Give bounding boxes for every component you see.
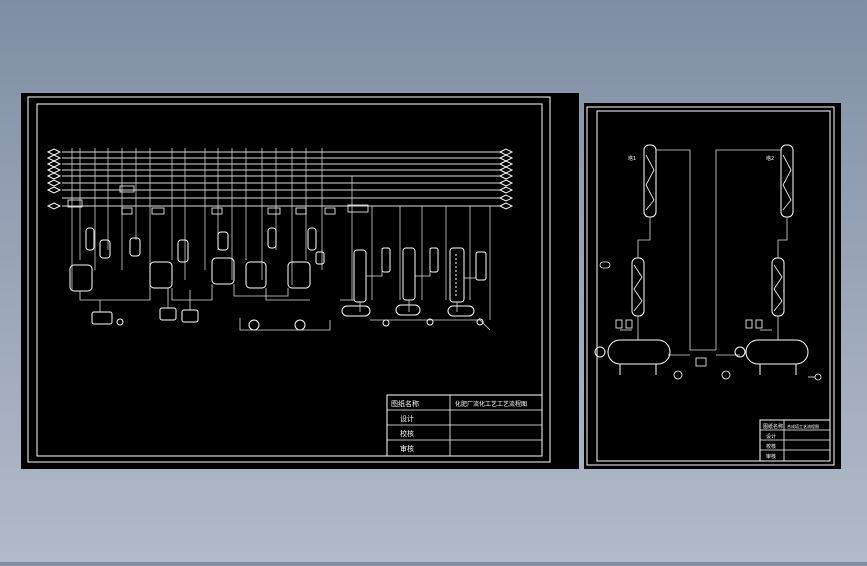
title-block-right-label-check: 校核 (766, 443, 776, 450)
sheet-left-background (21, 93, 579, 469)
title-block-label-design: 设计 (400, 414, 414, 423)
title-block-right-drawing-title: 合成塔工艺流程图 (787, 423, 819, 429)
label-tower-right: 塔2 (766, 155, 774, 162)
tag-boxes (67, 185, 369, 215)
title-block-drawing-title: 化肥厂流化工艺工艺流程图 (455, 400, 527, 408)
right-pipelines (620, 149, 788, 356)
title-block-label-check: 校核 (400, 429, 414, 438)
reactor-r3 (211, 257, 235, 285)
vertical-droplines (71, 148, 491, 320)
drum-left (607, 339, 671, 365)
reactor-r2 (149, 261, 173, 289)
sheet-left-inner-frame (36, 103, 543, 457)
right-drums (594, 339, 809, 375)
header-pipelines (62, 151, 500, 207)
sheet-right-inner-frame (596, 110, 831, 462)
title-block-label-name: 图纸名称 (391, 399, 419, 408)
sheet-left: 图纸名称 化肥厂流化工艺工艺流程图 设计 校核 审核 (21, 93, 579, 469)
label-tower-left: 塔1 (628, 155, 636, 162)
sheet-left-outer-frame (27, 96, 551, 463)
reactor-r1 (69, 264, 93, 292)
title-block-right-label-design: 设计 (766, 433, 776, 440)
sheet-right-background (584, 103, 841, 469)
outlet-arrow-icons (498, 148, 514, 210)
sheet-right: 塔1 塔2 (584, 103, 841, 469)
title-block-right-label-name: 图纸名称 (763, 423, 783, 430)
title-block-left: 图纸名称 化肥厂流化工艺工艺流程图 设计 校核 审核 (386, 394, 543, 457)
inlet-arrow-icons (46, 148, 62, 210)
reactor-r5 (287, 261, 311, 289)
sheet-right-outer-frame (586, 106, 835, 466)
reactor-vessels (69, 227, 325, 292)
drum-right (745, 339, 809, 365)
title-block-right: 图纸名称 合成塔工艺流程图 设计 校核 审核 (759, 419, 831, 462)
title-block-right-label-approve: 审核 (766, 453, 776, 460)
reactor-r4 (245, 261, 267, 289)
title-block-label-approve: 审核 (400, 444, 414, 453)
process-lines (79, 248, 491, 331)
right-instruments (599, 261, 822, 381)
